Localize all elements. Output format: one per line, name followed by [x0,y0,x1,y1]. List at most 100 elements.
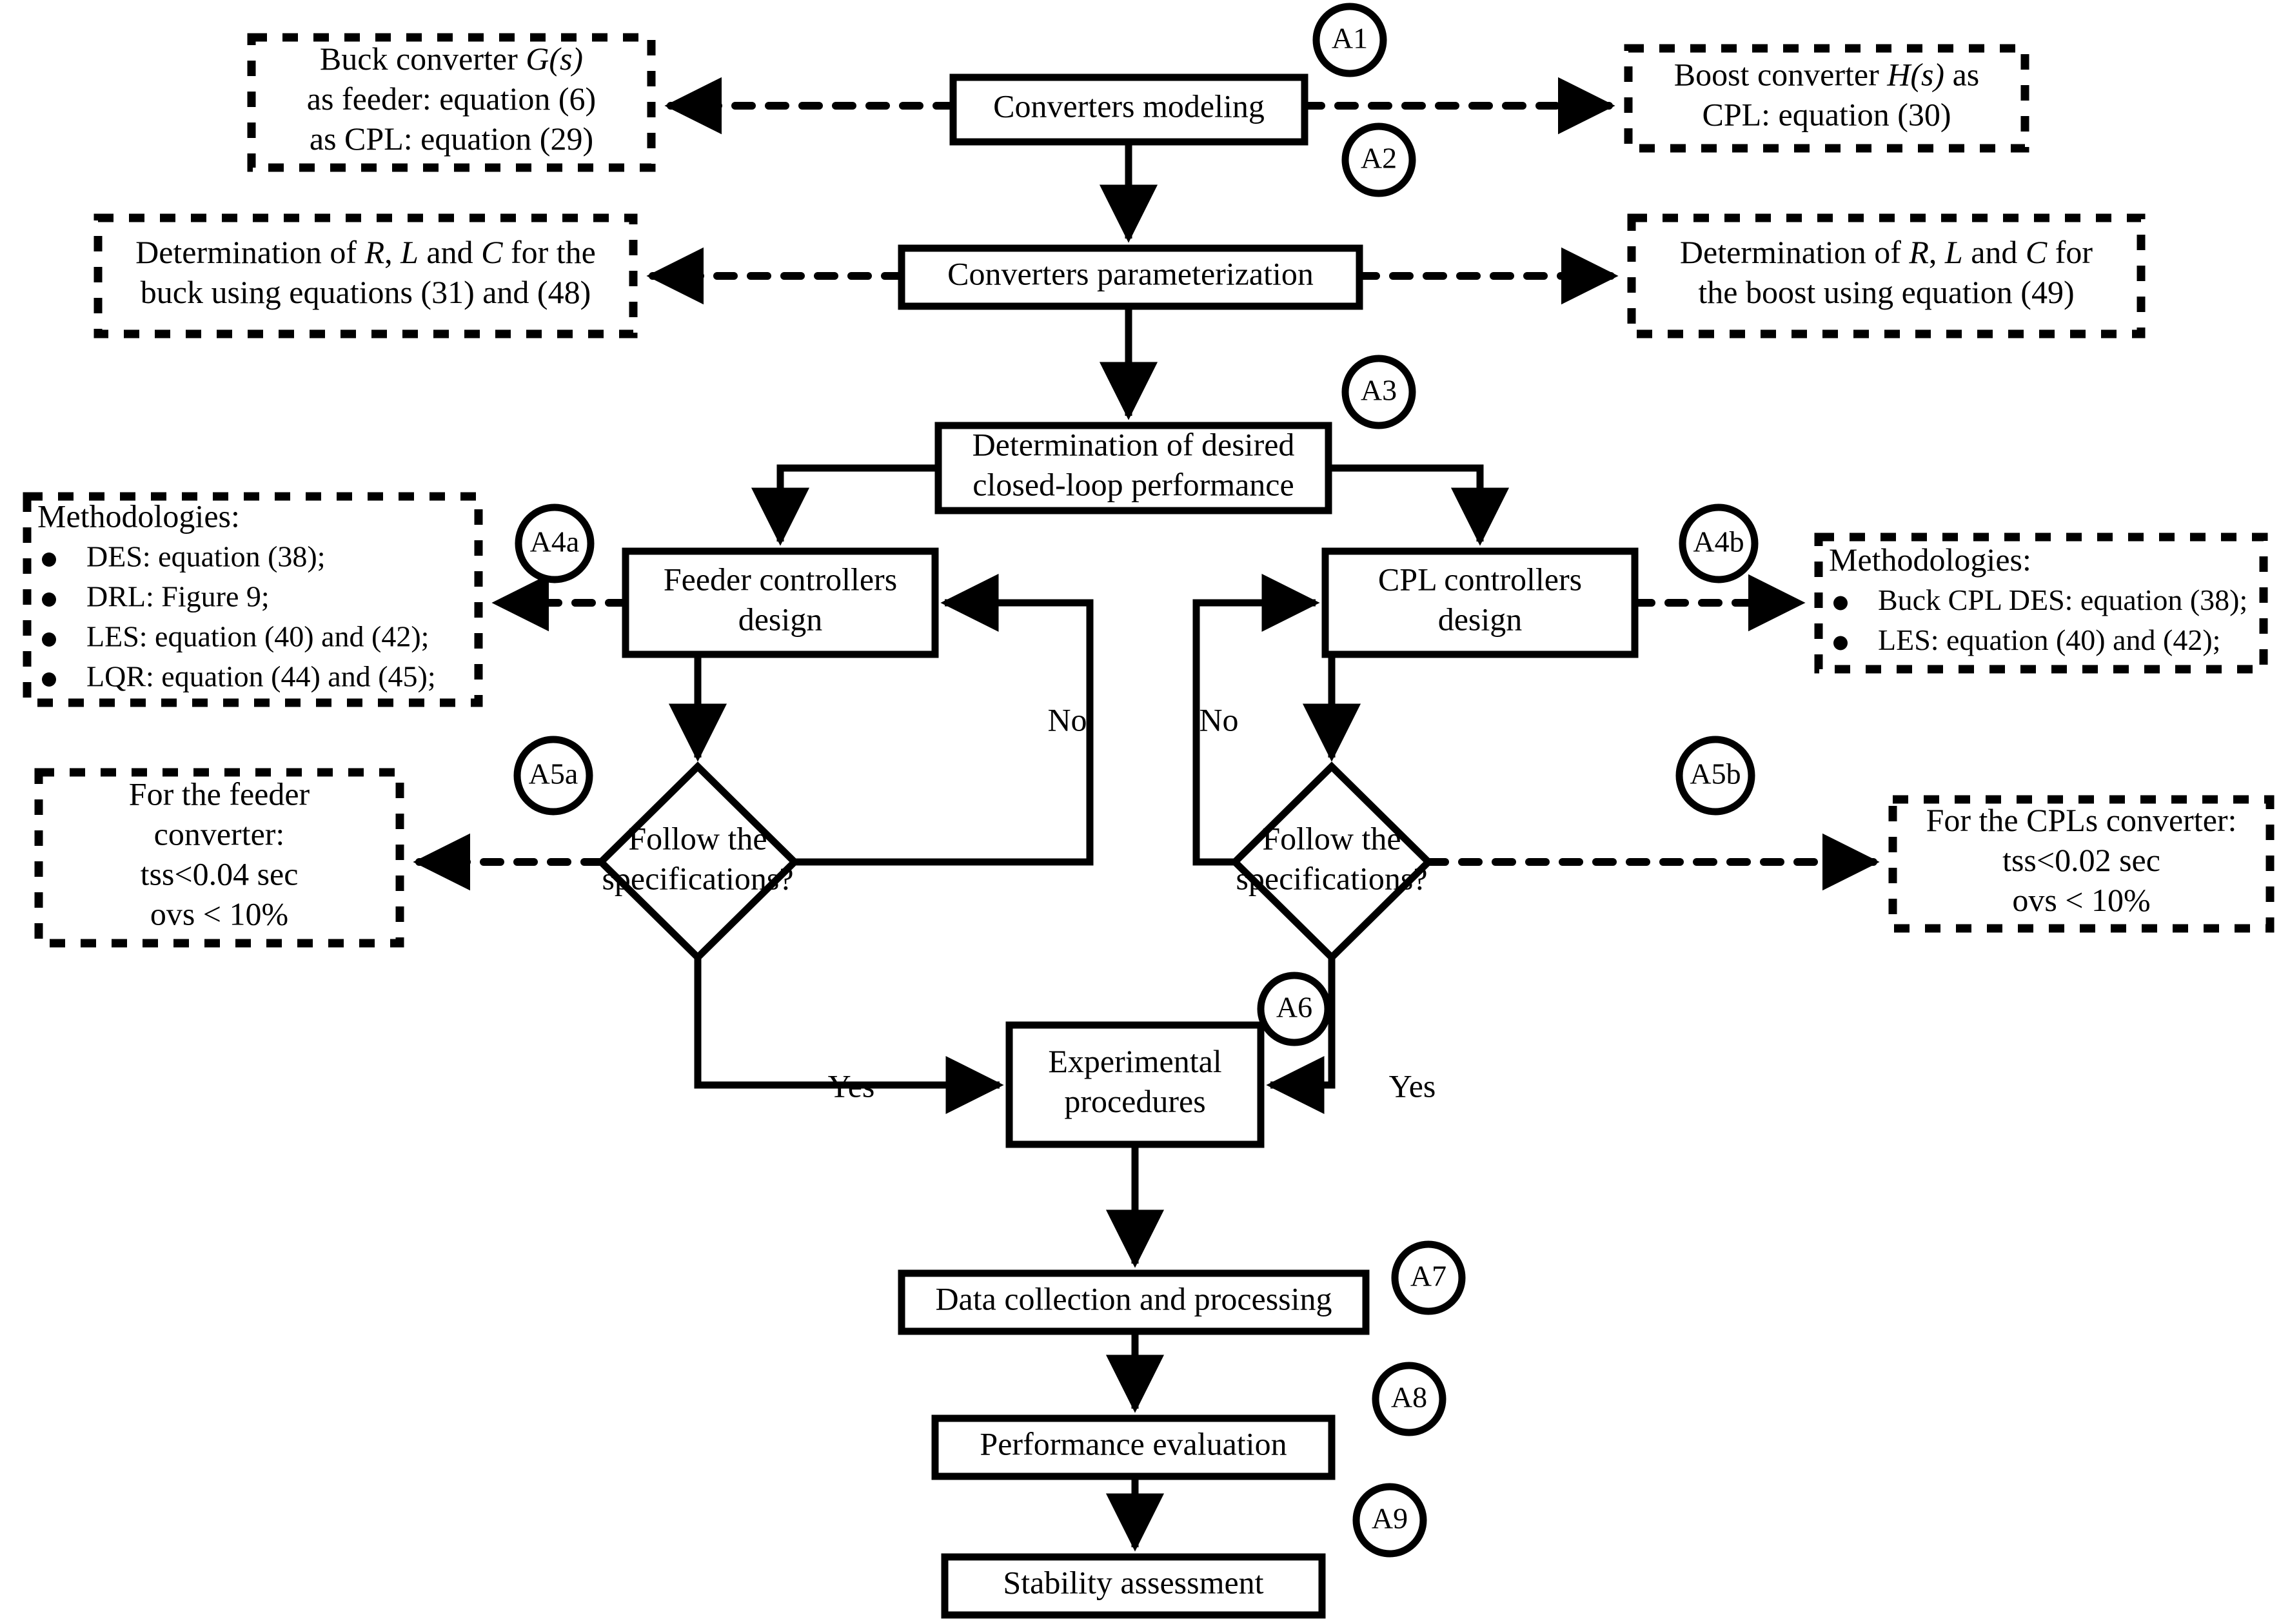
process-box-experimental-procedures[interactable] [1005,1021,1265,1148]
note-cpl-spec-note [1888,795,2275,933]
process-box-data-collection[interactable] [898,1269,1370,1335]
decision-cpl-spec-check[interactable] [1230,761,1434,963]
svg-text:Data collection and processing: Data collection and processing [935,1280,1332,1316]
process-box-feeder-controllers-design[interactable] [622,547,939,658]
process-box-desired-performance[interactable] [934,422,1332,514]
svg-text:closed-loop performance: closed-loop performance [972,466,1294,502]
note-label-feeder-methodologies-note: Methodologies: DES: equation (38); DRL: Fi… [37,498,436,692]
note-buck-converter-note [247,33,656,172]
note-feeder-spec-note [34,768,404,948]
svg-text:Stability assessment: Stability assessment [1003,1564,1263,1600]
svg-text:LES: equation (40) and (42);: LES: equation (40) and (42); [1878,623,2220,656]
edge-label-cpl-yes: Yes [1389,1068,1436,1104]
step-marker-A6 [1257,972,1332,1046]
step-marker-label-A5b: A5b [1690,758,1741,790]
process-box-performance-evaluation[interactable] [931,1414,1336,1480]
process-box-cpl-controllers-design[interactable] [1321,547,1639,658]
svg-text:tss<0.04 sec: tss<0.04 sec [141,856,299,892]
svg-text:DES: equation (38);: DES: equation (38); [86,540,326,573]
edge-label-feeder-yes: Yes [828,1068,875,1104]
step-marker-A9 [1352,1483,1427,1558]
svg-text:specifications?: specifications? [602,860,793,896]
process-box-converters-parameterization[interactable] [898,244,1363,310]
svg-text:Performance evaluation: Performance evaluation [980,1425,1287,1462]
svg-text:design: design [1438,601,1523,637]
process-box-converters-modeling[interactable] [949,73,1308,146]
process-box-label-stability-assessment: Stability assessment [1003,1564,1263,1600]
step-marker-A4a [515,504,595,583]
process-box-label-experimental-procedures: Experimental procedures [1048,1043,1221,1119]
svg-text:converter:: converter: [154,816,285,852]
svg-text:For the feeder: For the feeder [129,776,310,812]
note-cpl-methodologies-note [1814,533,2268,674]
step-marker-label-A2: A2 [1361,142,1397,175]
svg-text:Converters modeling: Converters modeling [993,88,1265,124]
decision-label-cpl-spec-check: Follow the specifications? [1236,820,1427,896]
note-label-buck-parameterization-note: Determination of R, L and C for thebuck … [135,234,596,310]
step-marker-A1 [1312,3,1387,77]
note-label-feeder-spec-note: For the feeder converter: tss<0.04 sec ovs … [129,776,310,932]
process-box-label-converters-parameterization: Converters parameterization [947,255,1314,291]
note-feeder-methodologies-note [23,492,483,707]
svg-text:Experimental: Experimental [1048,1043,1221,1079]
note-label-buck-converter-note: Buck converter G(s)as feeder: equation (… [307,41,596,157]
note-boost-converter-note [1624,44,2029,153]
step-marker-A2 [1341,122,1416,197]
step-marker-label-A3: A3 [1361,374,1397,407]
svg-text:ovs < 10%: ovs < 10% [2012,882,2150,918]
note-label-cpl-methodologies-note: Methodologies:Buck CPL DES: equation (38… [1829,542,2247,656]
solid-connectors [668,142,1510,1552]
svg-text:Methodologies:: Methodologies: [37,498,240,534]
step-marker-label-A6: A6 [1276,991,1312,1024]
svg-text:Converters parameterization: Converters parameterization [947,255,1314,291]
svg-text:CPL: equation (30): CPL: equation (30) [1702,97,1951,133]
process-box-label-feeder-controllers-design: Feeder controllers design [664,561,897,637]
note-label-cpl-spec-note: For the CPLs converter: tss<0.02 sec ovs <… [1926,802,2237,918]
svg-text:DRL: Figure 9;: DRL: Figure 9; [86,580,270,613]
step-marker-A4b [1679,504,1759,583]
svg-text:For the CPLs converter:: For the CPLs converter: [1926,802,2237,838]
step-marker-A8 [1372,1362,1446,1436]
svg-text:Determination of R, L and C fo: Determination of R, L and C for [1680,234,2093,270]
decision-feeder-spec-check[interactable] [596,761,800,963]
step-marker-label-A4a: A4a [530,525,580,558]
svg-text:Follow the: Follow the [628,820,767,856]
step-marker-label-A1: A1 [1332,22,1368,55]
svg-text:LQR: equation (44) and (45);: LQR: equation (44) and (45); [86,660,436,693]
step-marker-label-A4b: A4b [1693,525,1744,558]
dashed-connectors [413,77,1880,891]
svg-text:specifications?: specifications? [1236,860,1427,896]
svg-text:CPL controllers: CPL controllers [1378,561,1582,597]
step-marker-label-A5a: A5a [529,758,578,790]
note-boost-parameterization-note [1627,213,2146,338]
svg-text:Follow the: Follow the [1262,820,1401,856]
process-box-stability-assessment[interactable] [941,1553,1326,1619]
edge-label-cpl-no: No [1199,701,1238,738]
svg-text:tss<0.02 sec: tss<0.02 sec [2002,842,2160,878]
svg-text:buck using equations (31) and: buck using equations (31) and (48) [141,274,591,310]
step-marker-A7 [1391,1240,1466,1315]
svg-text:procedures: procedures [1064,1083,1205,1119]
svg-text:Feeder controllers: Feeder controllers [664,561,897,597]
note-buck-parameterization-note [94,213,638,338]
process-box-label-performance-evaluation: Performance evaluation [980,1425,1287,1462]
step-marker-A5a [513,736,593,816]
decision-label-feeder-spec-check: Follow the specifications? [602,820,793,896]
svg-text:ovs < 10%: ovs < 10% [150,896,288,932]
svg-text:as CPL: equation (29): as CPL: equation (29) [310,121,593,157]
svg-text:design: design [738,601,823,637]
edge-label-feeder-no: No [1047,701,1087,738]
step-marker-A3 [1341,355,1416,429]
process-box-label-converters-modeling: Converters modeling [993,88,1265,124]
step-marker-label-A7: A7 [1410,1260,1446,1293]
process-box-label-cpl-controllers-design: CPL controllers design [1378,561,1582,637]
shape-layer [23,3,2275,1619]
step-marker-A5b [1675,736,1755,816]
step-marker-label-A9: A9 [1372,1502,1408,1535]
